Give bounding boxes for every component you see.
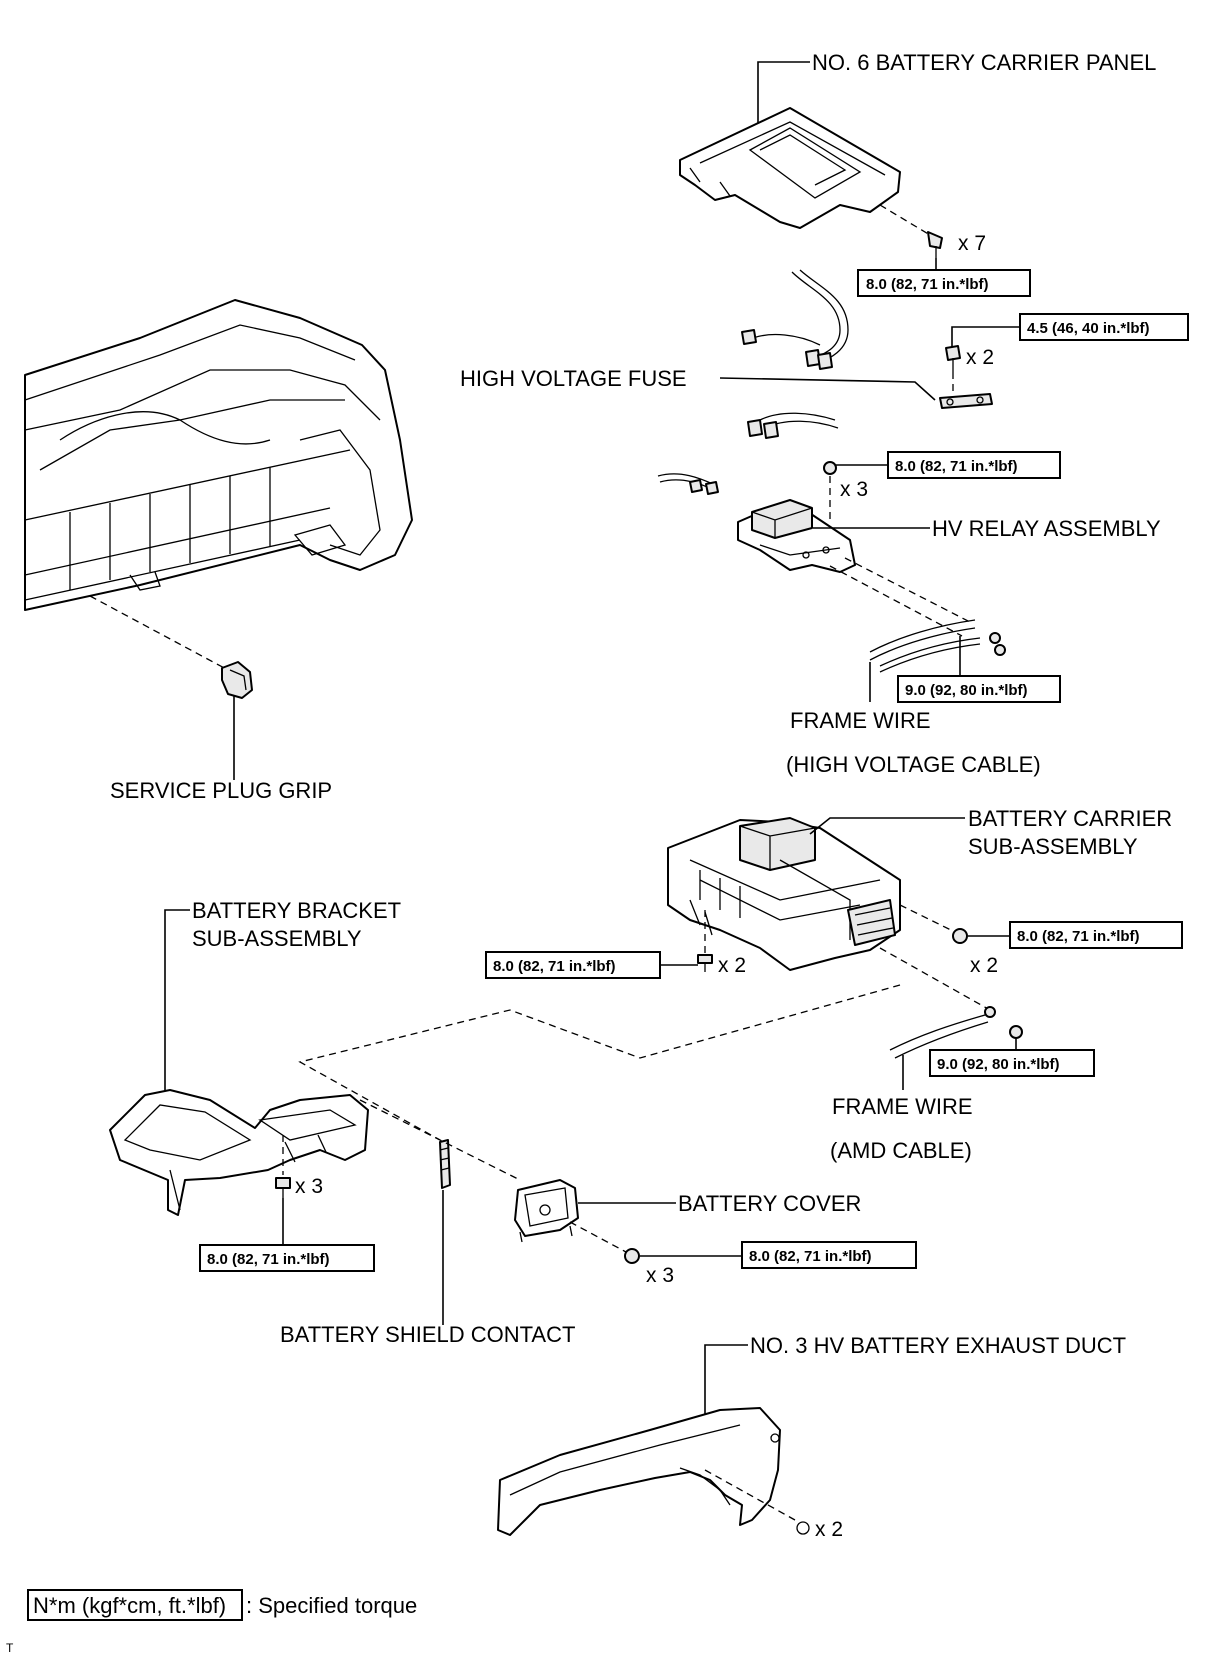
torque-spec: 8.0 (82, 71 in.*lbf) (895, 458, 1018, 475)
quantity-x2: x 2 (970, 954, 998, 977)
torque-spec: 9.0 (92, 80 in.*lbf) (937, 1056, 1060, 1073)
carrier-panel-label: NO. 6 BATTERY CARRIER PANEL (812, 50, 1156, 75)
amd-cable-label: (AMD CABLE) (830, 1138, 972, 1163)
quantity-x3: x 3 (840, 478, 868, 501)
nut-icon (952, 928, 968, 944)
bolt-icon (927, 231, 943, 258)
bracket-part (109, 1089, 369, 1216)
hv-fuse-label: HIGH VOLTAGE FUSE (460, 366, 687, 391)
screw-icon (796, 1521, 810, 1535)
quantity-x7: x 7 (958, 232, 986, 255)
hv-relay-label: HV RELAY ASSEMBLY (932, 516, 1161, 541)
torque-spec: 8.0 (82, 71 in.*lbf) (866, 276, 989, 293)
bracket-label-2: SUB-ASSEMBLY (192, 926, 362, 951)
quantity-x3: x 3 (295, 1175, 323, 1198)
bracket-label-1: BATTERY BRACKET (192, 898, 401, 923)
torque-spec: 9.0 (92, 80 in.*lbf) (905, 682, 1028, 699)
torque-spec: 4.5 (46, 40 in.*lbf) (1027, 320, 1150, 337)
carrier-sub-label-2: SUB-ASSEMBLY (968, 834, 1138, 859)
nut-icon (624, 1248, 640, 1264)
hv-fuse-part (939, 393, 993, 409)
carrier-sub-assembly-part (667, 817, 901, 971)
quantity-x2: x 2 (718, 954, 746, 977)
hv-battery-illustration (24, 299, 413, 611)
connector-part (657, 412, 839, 495)
battery-cover-label: BATTERY COVER (678, 1191, 861, 1216)
frame-wire-amd-part (889, 1006, 1023, 1059)
frame-wire-label: FRAME WIRE (790, 708, 931, 733)
exhaust-duct-label: NO. 3 HV BATTERY EXHAUST DUCT (750, 1333, 1126, 1358)
frame-wire-hv-part (869, 619, 1006, 673)
corner-mark: T (6, 1641, 14, 1655)
legend-text: : Specified torque (246, 1593, 417, 1618)
quantity-x3: x 3 (646, 1264, 674, 1287)
bolt-icon (275, 1177, 291, 1198)
service-plug-grip-label: SERVICE PLUG GRIP (110, 778, 332, 803)
torque-spec: 8.0 (82, 71 in.*lbf) (1017, 928, 1140, 945)
frame-wire-amd-label: FRAME WIRE (832, 1094, 973, 1119)
torque-spec: 8.0 (82, 71 in.*lbf) (207, 1251, 330, 1268)
quantity-x2: x 2 (966, 346, 994, 369)
shield-contact-label: BATTERY SHIELD CONTACT (280, 1322, 575, 1347)
hv-relay-part (737, 499, 856, 573)
torque-spec: 8.0 (82, 71 in.*lbf) (493, 958, 616, 975)
wire-harness-part (741, 269, 849, 370)
carrier-panel-part (679, 107, 901, 229)
carrier-sub-label-1: BATTERY CARRIER (968, 806, 1172, 831)
nut-icon (823, 461, 837, 475)
legend-unit: N*m (kgf*cm, ft.*lbf) (33, 1593, 226, 1618)
service-plug-grip-part (221, 661, 253, 699)
quantity-x2: x 2 (815, 1518, 843, 1541)
bolt-icon (697, 954, 713, 972)
torque-spec: 8.0 (82, 71 in.*lbf) (749, 1248, 872, 1265)
exhaust-duct-part (497, 1407, 781, 1536)
bolt-icon (945, 345, 961, 372)
hv-cable-label: (HIGH VOLTAGE CABLE) (786, 752, 1041, 777)
shield-contact-part (439, 1139, 451, 1189)
battery-cover-part (514, 1179, 579, 1243)
